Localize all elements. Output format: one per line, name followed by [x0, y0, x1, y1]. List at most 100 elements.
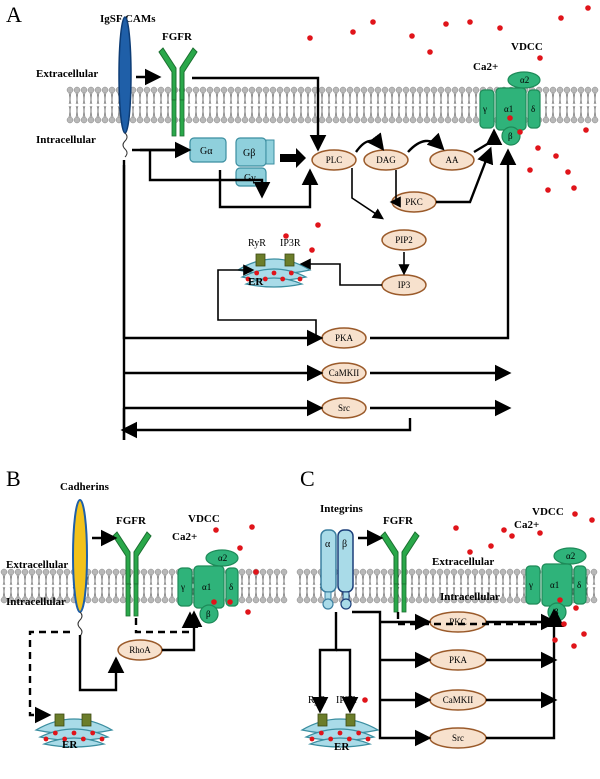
- lipid-tail-icon: [559, 92, 562, 105]
- lipid-head-icon: [331, 596, 339, 604]
- lipid-tail-icon: [307, 92, 310, 105]
- lipid-tail-icon: [83, 92, 86, 105]
- lipid-head-icon: [157, 86, 165, 94]
- calcium-dot-icon: [99, 736, 105, 742]
- calcium-dot-icon: [545, 187, 551, 193]
- channel-gamma-label: γ: [180, 582, 185, 592]
- lipid-tail-icon: [453, 586, 456, 598]
- lipid-tail-icon: [258, 92, 261, 105]
- er-c-icon: [300, 713, 380, 748]
- lipid-head-icon: [259, 568, 267, 576]
- er-a-icon: [236, 253, 312, 288]
- lipid-head-icon: [387, 596, 395, 604]
- lipid-head-icon: [310, 596, 318, 604]
- lipid-tail-icon: [418, 574, 421, 586]
- lipid-head-icon: [318, 86, 326, 94]
- lipid-tail-icon: [202, 105, 205, 118]
- lipid-head-icon: [436, 568, 444, 576]
- lipid-head-icon: [143, 116, 151, 124]
- signal-arrow: [370, 148, 517, 340]
- lipid-tail-icon: [146, 92, 149, 105]
- channel-gamma-label: γ: [528, 580, 533, 590]
- lipid-head-icon: [415, 568, 423, 576]
- lipid-tail-icon: [90, 105, 93, 118]
- lipid-head-icon: [241, 86, 249, 94]
- integrin-icon: [320, 529, 354, 610]
- lipid-head-icon: [506, 568, 514, 576]
- lipid-head-icon: [227, 86, 235, 94]
- lipid-tail-icon: [398, 105, 401, 118]
- calcium-dot-icon: [583, 127, 589, 133]
- lipid-tail-icon: [384, 92, 387, 105]
- calcium-dot-icon: [581, 631, 587, 637]
- panel-b: B Cadherins FGFR Extracellular Intracell…: [0, 466, 288, 751]
- arrows-c: [311, 529, 565, 747]
- lipid-tail-icon: [390, 586, 393, 598]
- lipid-head-icon: [395, 86, 403, 94]
- lipid-head-icon: [164, 116, 172, 124]
- signal-arrow: [299, 258, 382, 286]
- calcium-dot-icon: [573, 605, 579, 611]
- lipid-head-icon: [423, 86, 431, 94]
- lipid-head-icon: [513, 596, 521, 604]
- ip3r-label-a: IP3R: [280, 238, 301, 249]
- channel-delta-icon: [527, 89, 541, 129]
- lipid-head-icon: [381, 116, 389, 124]
- channel-gamma-icon: [525, 565, 541, 605]
- lipid-tail-icon: [474, 586, 477, 598]
- calcium-dot-icon: [43, 736, 49, 742]
- calcium-dot-icon: [497, 25, 503, 31]
- lipid-head-icon: [542, 86, 550, 94]
- lipid-head-icon: [339, 86, 347, 94]
- lipid-tail-icon: [559, 105, 562, 118]
- signal-arrow: [120, 418, 412, 439]
- lipid-tail-icon: [97, 105, 100, 118]
- calcium-dot-icon: [337, 730, 343, 736]
- er-channel-icon: [284, 253, 295, 267]
- lipid-head-icon: [367, 86, 375, 94]
- lipid-tail-icon: [24, 574, 27, 586]
- lipid-head-icon: [21, 568, 29, 576]
- lipid-tail-icon: [24, 586, 27, 598]
- lipid-head-icon: [297, 116, 305, 124]
- lipid-tail-icon: [362, 586, 365, 598]
- lipid-tail-icon: [454, 105, 457, 118]
- calcium-dot-icon: [346, 736, 352, 742]
- calcium-dot-icon: [443, 21, 449, 27]
- calcium-dot-icon: [356, 730, 362, 736]
- lipid-tail-icon: [167, 92, 170, 105]
- lipid-tail-icon: [262, 586, 265, 598]
- lipid-tail-icon: [171, 586, 174, 598]
- calcium-dot-icon: [245, 276, 251, 282]
- lipid-tail-icon: [328, 92, 331, 105]
- lipid-tail-icon: [313, 586, 316, 598]
- lipid-tail-icon: [391, 92, 394, 105]
- lipid-head-icon: [248, 86, 256, 94]
- channel-beta-label: β: [206, 609, 211, 619]
- channel-alpha1-label: α1: [202, 582, 211, 592]
- lipid-tail-icon: [104, 105, 107, 118]
- node-ellipse-icon: [381, 229, 427, 251]
- node-label: DAG: [376, 155, 396, 165]
- lipid-tail-icon: [209, 92, 212, 105]
- calcium-dot-icon: [350, 29, 356, 35]
- node-pip2: PIP2: [381, 229, 427, 251]
- lipid-head-icon: [49, 596, 57, 604]
- lipid-tail-icon: [286, 92, 289, 105]
- lipid-head-icon: [185, 86, 193, 94]
- lipid-head-icon: [255, 116, 263, 124]
- intracellular-label-b: Intracellular: [6, 596, 66, 608]
- lipid-head-icon: [98, 568, 106, 576]
- lipid-head-icon: [234, 86, 242, 94]
- lipid-head-icon: [366, 568, 374, 576]
- node-label: AA: [446, 155, 459, 165]
- lipid-head-icon: [409, 116, 417, 124]
- lipid-head-icon: [238, 596, 246, 604]
- lipid-tail-icon: [461, 105, 464, 118]
- lipid-tail-icon: [38, 586, 41, 598]
- lipid-tail-icon: [335, 92, 338, 105]
- lipid-tail-icon: [439, 574, 442, 586]
- lipid-tail-icon: [66, 586, 69, 598]
- signal-arrow: [389, 170, 401, 208]
